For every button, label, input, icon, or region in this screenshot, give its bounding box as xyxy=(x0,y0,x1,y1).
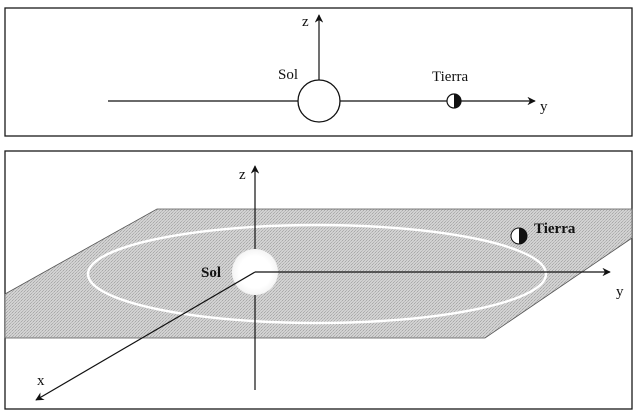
perspective-sun-label: Sol xyxy=(201,265,221,281)
perspective-earth-label: Tierra xyxy=(534,221,576,237)
side-view-z-label: z xyxy=(302,14,309,30)
side-view-panel: z y Sol Tierra xyxy=(4,7,633,137)
side-view-earth-icon xyxy=(446,93,462,109)
perspective-view-panel: z y x Sol Tierra xyxy=(4,150,633,410)
side-view-sun-label: Sol xyxy=(278,67,298,83)
perspective-x-axis xyxy=(35,271,256,401)
perspective-earth-icon xyxy=(510,227,528,245)
perspective-x-label: x xyxy=(37,373,45,389)
earth-orbit xyxy=(86,223,548,325)
perspective-z-label: z xyxy=(239,167,246,183)
ecliptic-plane xyxy=(4,208,633,339)
side-view-y-label: y xyxy=(540,99,548,115)
side-view-earth-label: Tierra xyxy=(432,69,468,85)
perspective-y-label: y xyxy=(616,284,624,300)
side-view-sun xyxy=(297,79,341,123)
